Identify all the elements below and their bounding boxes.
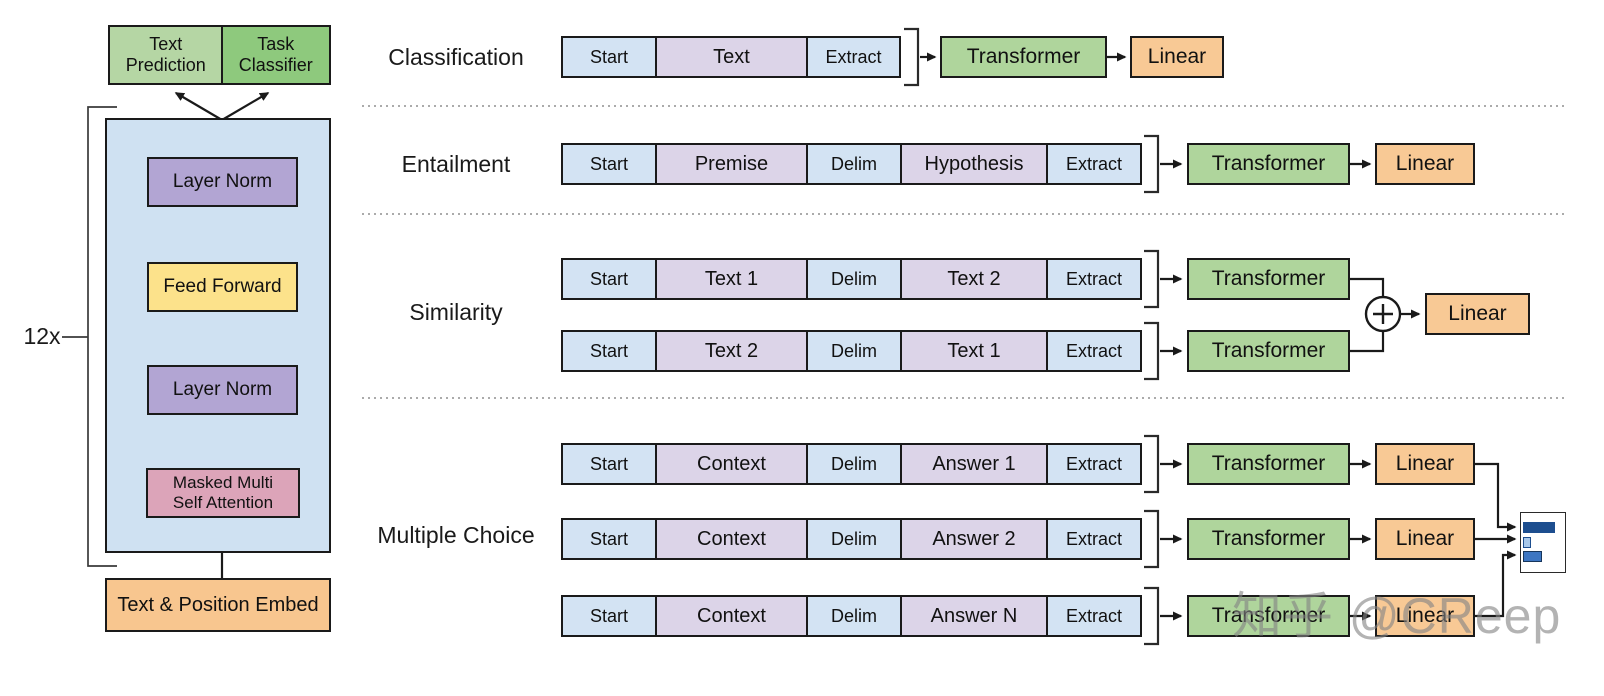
dotted-separators [362, 105, 1566, 399]
transformer-label: Transformer [1211, 338, 1326, 362]
linear-box: Linear [1425, 293, 1530, 335]
input-bar-choice-1: Start Context Delim Answer 1 Extract [561, 443, 1142, 485]
segment-start: Start [561, 36, 657, 78]
segment-extract: Extract [1046, 518, 1142, 560]
text-prediction-box: Text Prediction [108, 25, 224, 85]
linear-box: Linear [1375, 143, 1475, 185]
segment-delim: Delim [806, 443, 902, 485]
linear-box: Linear [1375, 443, 1475, 485]
feed-forward-box: Feed Forward [147, 262, 298, 312]
segment-hypothesis: Hypothesis [900, 143, 1048, 185]
segment-answer1: Answer 1 [900, 443, 1048, 485]
layer-norm-top-label: Layer Norm [172, 171, 273, 193]
segment-extract: Extract [1046, 595, 1142, 637]
linear-label: Linear [1147, 44, 1207, 68]
transformer-box: Transformer [1187, 330, 1350, 372]
masked-attention-label: Masked Multi Self Attention [172, 473, 274, 512]
linear-label: Linear [1395, 151, 1455, 175]
prob-bar-1 [1523, 522, 1555, 533]
segment-context: Context [655, 518, 808, 560]
task-label-classification: Classification [388, 44, 524, 70]
feed-forward-label: Feed Forward [163, 276, 282, 298]
repeat-bracket [62, 106, 117, 567]
segment-extract: Extract [1046, 330, 1142, 372]
transformer-box: Transformer [1187, 518, 1350, 560]
prob-bar-3 [1523, 551, 1542, 562]
extract-bracket-icon [904, 27, 1160, 646]
segment-text2: Text 2 [655, 330, 808, 372]
embed-label: Text & Position Embed [117, 593, 319, 616]
answer-probabilities-chart [1520, 512, 1566, 573]
transformer-label: Transformer [966, 44, 1081, 68]
segment-start: Start [561, 518, 657, 560]
output-heads-box: Text Prediction Task Classifier [107, 25, 332, 85]
transformer-box: Transformer [1187, 143, 1350, 185]
input-bar-similarity-2: Start Text 2 Delim Text 1 Extract [561, 330, 1142, 372]
segment-delim: Delim [806, 330, 902, 372]
linear-label: Linear [1395, 526, 1455, 550]
segment-delim: Delim [806, 143, 902, 185]
input-bar-classification: Start Text Extract [561, 36, 901, 78]
add-icon [1364, 295, 1402, 333]
segment-text2: Text 2 [900, 258, 1048, 300]
flow-arrows [920, 52, 1517, 621]
segment-start: Start [561, 595, 657, 637]
masked-attention-box: Masked Multi Self Attention [146, 468, 300, 518]
linear-label: Linear [1448, 301, 1507, 325]
segment-extract: Extract [1046, 258, 1142, 300]
segment-text1: Text 1 [900, 330, 1048, 372]
transformer-label: Transformer [1211, 151, 1326, 175]
segment-text: Text [655, 36, 808, 78]
segment-context: Context [655, 443, 808, 485]
task-classifier-label: Task Classifier [238, 34, 313, 75]
linear-box: Linear [1375, 595, 1475, 637]
input-bar-similarity-1: Start Text 1 Delim Text 2 Extract [561, 258, 1142, 300]
segment-delim: Delim [806, 595, 902, 637]
segment-text1: Text 1 [655, 258, 808, 300]
repeat-count-label: 12x [23, 323, 61, 349]
task-label-multiple-choice: Multiple Choice [377, 522, 535, 548]
transformer-label: Transformer [1211, 526, 1326, 550]
segment-start: Start [561, 143, 657, 185]
segment-extract: Extract [1046, 143, 1142, 185]
task-label-entailment: Entailment [401, 151, 511, 177]
embed-box: Text & Position Embed [105, 578, 331, 632]
segment-extract: Extract [806, 36, 901, 78]
transformer-box: Transformer [1187, 443, 1350, 485]
layer-norm-top-box: Layer Norm [147, 157, 298, 207]
input-bar-choice-2: Start Context Delim Answer 2 Extract [561, 518, 1142, 560]
linear-label: Linear [1395, 603, 1455, 627]
watermark: 知乎 @CReep [1232, 588, 1562, 644]
input-bar-choice-n: Start Context Delim Answer N Extract [561, 595, 1142, 637]
linear-box: Linear [1130, 36, 1224, 78]
segment-delim: Delim [806, 518, 902, 560]
transformer-label: Transformer [1211, 603, 1326, 627]
prob-bar-2 [1523, 537, 1531, 548]
transformer-label: Transformer [1211, 266, 1326, 290]
segment-start: Start [561, 443, 657, 485]
linear-label: Linear [1395, 451, 1455, 475]
segment-answer2: Answer 2 [900, 518, 1048, 560]
task-label-similarity: Similarity [409, 299, 503, 325]
segment-context: Context [655, 595, 808, 637]
layer-norm-bottom-label: Layer Norm [172, 379, 273, 401]
transformer-box: Transformer [1187, 595, 1350, 637]
task-classifier-box: Task Classifier [220, 25, 331, 85]
input-bar-entailment: Start Premise Delim Hypothesis Extract [561, 143, 1142, 185]
text-prediction-label: Text Prediction [125, 34, 206, 75]
segment-delim: Delim [806, 258, 902, 300]
segment-answerN: Answer N [900, 595, 1048, 637]
transformer-box: Transformer [940, 36, 1107, 78]
linear-box: Linear [1375, 518, 1475, 560]
layer-norm-bottom-box: Layer Norm [147, 365, 298, 415]
segment-start: Start [561, 330, 657, 372]
transformer-label: Transformer [1211, 451, 1326, 475]
transformer-box: Transformer [1187, 258, 1350, 300]
segment-premise: Premise [655, 143, 808, 185]
segment-start: Start [561, 258, 657, 300]
segment-extract: Extract [1046, 443, 1142, 485]
